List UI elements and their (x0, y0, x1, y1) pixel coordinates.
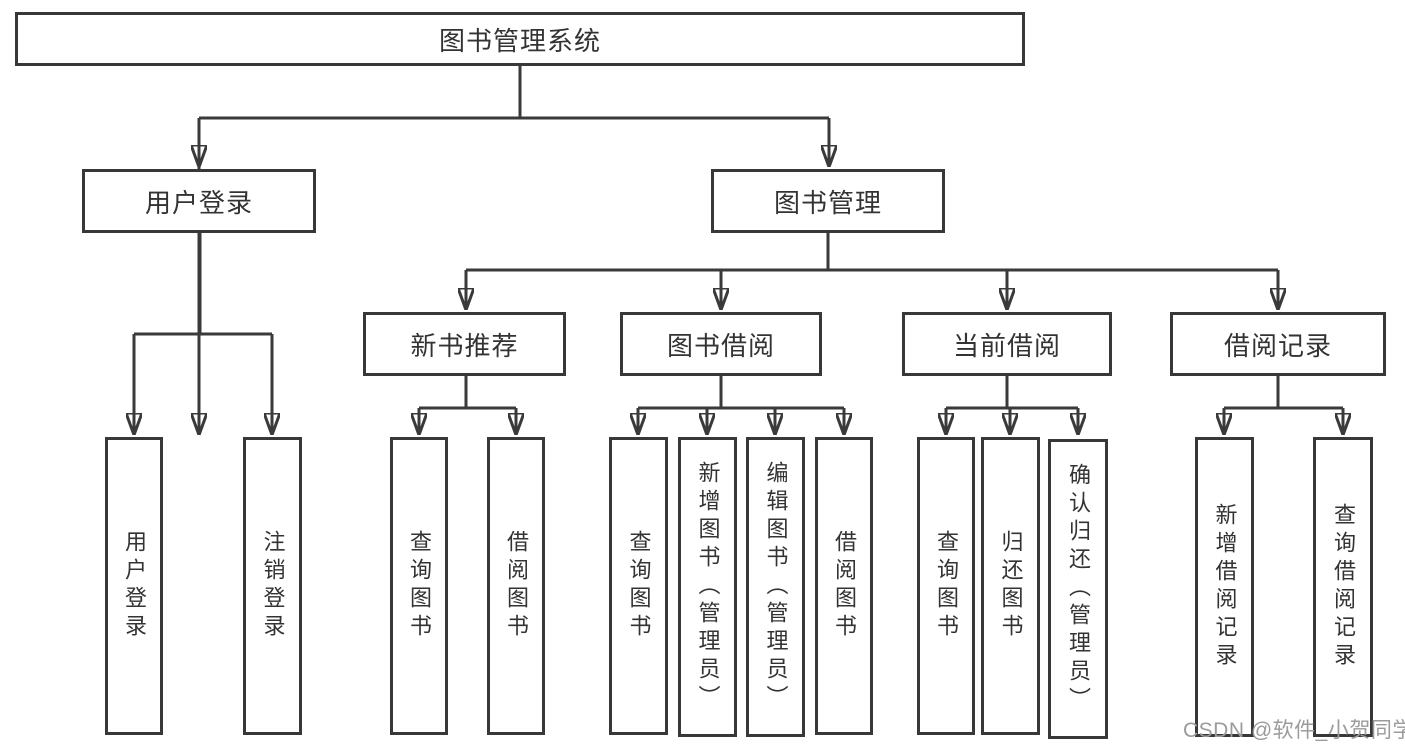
node-current-borrow-label: 当前借阅 (952, 330, 1061, 361)
node-leaf-borrow-book-2-label: 借阅图书 (832, 530, 857, 642)
node-leaf-query-borrow-record-label: 查询借阅记录 (1331, 503, 1356, 671)
node-leaf-add-borrow-record-label: 新增借阅记录 (1212, 503, 1238, 671)
node-user-login-branch: 用户登录 (82, 169, 316, 233)
node-leaf-edit-book-admin: 编辑图书（管理员） (746, 437, 805, 737)
node-book-management: 图书管理 (711, 169, 945, 233)
node-leaf-confirm-return-admin: 确认归还（管理员） (1048, 439, 1108, 739)
node-leaf-query-book-1-label: 查询图书 (407, 530, 432, 642)
node-leaf-borrow-book-2: 借阅图书 (815, 437, 873, 735)
node-book-borrow: 图书借阅 (620, 312, 822, 376)
csdn-watermark: CSDN @软件_小贺同学 (1183, 719, 1405, 742)
node-new-book-recommend-label: 新书推荐 (410, 330, 519, 361)
node-new-book-recommend: 新书推荐 (363, 312, 566, 376)
node-leaf-borrow-book-1: 借阅图书 (487, 437, 545, 735)
node-leaf-query-book-2: 查询图书 (609, 437, 668, 735)
node-borrow-records-label: 借阅记录 (1223, 330, 1332, 361)
node-leaf-borrow-book-1-label: 借阅图书 (504, 530, 529, 642)
node-leaf-confirm-return-admin-label: 确认归还（管理员） (1066, 463, 1091, 715)
node-leaf-add-book-admin-label: 新增图书（管理员） (695, 461, 721, 713)
node-leaf-query-book-3: 查询图书 (917, 437, 975, 735)
node-leaf-return-book-label: 归还图书 (998, 530, 1024, 642)
node-leaf-query-borrow-record: 查询借阅记录 (1313, 437, 1373, 737)
node-leaf-user-login-label: 用户登录 (122, 530, 147, 642)
node-current-borrow: 当前借阅 (902, 312, 1112, 376)
node-leaf-query-book-2-label: 查询图书 (626, 530, 652, 642)
node-book-borrow-label: 图书借阅 (666, 330, 775, 361)
node-leaf-logout: 注销登录 (243, 437, 302, 735)
node-leaf-query-book-1: 查询图书 (390, 437, 448, 735)
node-leaf-return-book: 归还图书 (981, 437, 1040, 735)
node-library-system: 图书管理系统 (15, 12, 1025, 66)
node-leaf-edit-book-admin-label: 编辑图书（管理员） (763, 461, 789, 713)
node-user-login-branch-label: 用户登录 (144, 187, 253, 218)
node-book-management-label: 图书管理 (773, 187, 882, 218)
node-leaf-add-book-admin: 新增图书（管理员） (678, 437, 737, 737)
node-leaf-add-borrow-record: 新增借阅记录 (1195, 437, 1254, 737)
node-leaf-query-book-3-label: 查询图书 (934, 530, 959, 642)
node-library-system-label: 图书管理系统 (438, 25, 601, 56)
node-leaf-logout-label: 注销登录 (260, 530, 286, 642)
node-borrow-records: 借阅记录 (1170, 312, 1386, 376)
node-leaf-user-login: 用户登录 (105, 437, 163, 735)
